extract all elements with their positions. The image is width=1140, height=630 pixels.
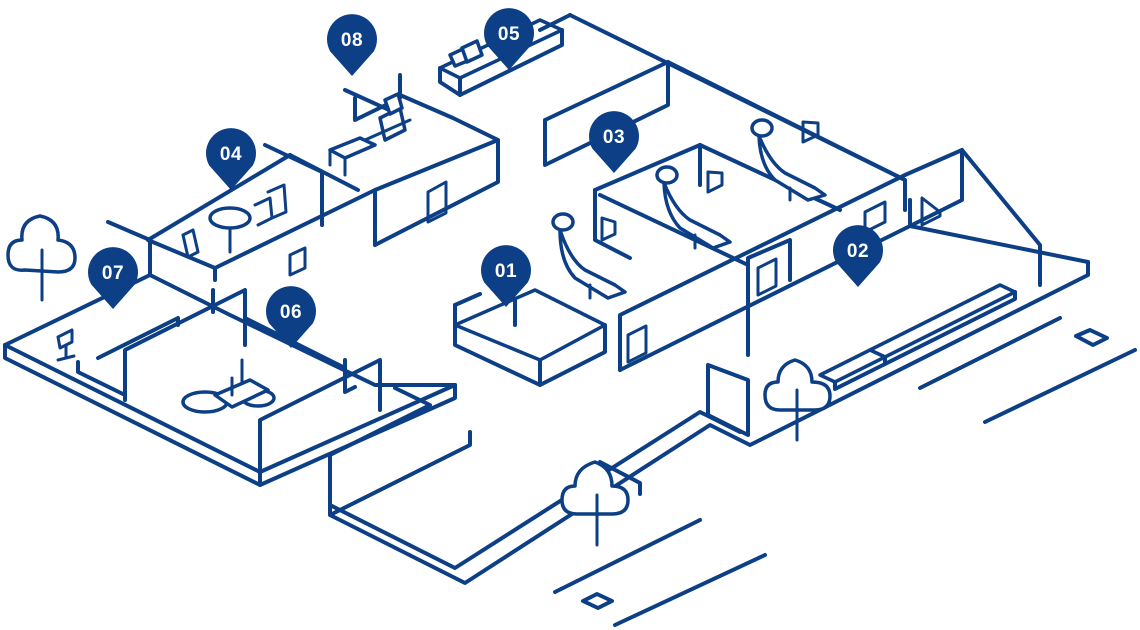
marker-pin[interactable] — [833, 225, 883, 287]
marker-label: 02 — [847, 241, 869, 262]
sofa-icon — [453, 288, 607, 387]
dental-chair-icon — [750, 118, 827, 202]
tree-icon — [6, 214, 77, 302]
bed-icon — [181, 358, 276, 414]
left-wing — [3, 220, 457, 487]
door-icon — [626, 196, 942, 364]
marker-04[interactable]: 04 — [205, 128, 256, 190]
marker-label: 01 — [495, 261, 517, 282]
marker-pin[interactable] — [481, 245, 531, 307]
marker-01[interactable]: 01 — [481, 245, 531, 307]
desk-icon — [328, 92, 412, 177]
marker-label: 03 — [603, 127, 625, 148]
marker-pin[interactable] — [484, 8, 534, 70]
marker-label: 08 — [341, 30, 363, 51]
marker-pin[interactable] — [266, 286, 316, 348]
marker-pin[interactable] — [88, 247, 139, 309]
marker-label: 06 — [280, 302, 302, 323]
door-icon — [288, 180, 448, 277]
table-icon — [181, 183, 288, 259]
dental-chair-icon — [551, 212, 627, 300]
dental-chair-icon — [655, 165, 732, 250]
marker-label: 07 — [102, 263, 124, 284]
street-marking — [581, 592, 614, 610]
street-marking — [1074, 328, 1109, 347]
marker-pin[interactable] — [205, 128, 256, 190]
location-markers: 01 02 03 04 05 06 07 08 — [88, 8, 883, 348]
tree-icon — [763, 358, 832, 442]
marker-label: 04 — [220, 144, 242, 165]
marker-05[interactable]: 05 — [484, 8, 534, 70]
marker-pin[interactable] — [327, 14, 378, 76]
marker-07[interactable]: 07 — [88, 247, 139, 309]
marker-pin[interactable] — [589, 111, 639, 173]
right-wing — [453, 13, 1090, 437]
marker-08[interactable]: 08 — [327, 14, 378, 76]
tree-icon — [560, 460, 630, 547]
marker-02[interactable]: 02 — [833, 225, 883, 287]
marker-03[interactable]: 03 — [589, 111, 639, 173]
bench-icon — [818, 283, 1017, 391]
marker-label: 05 — [498, 24, 520, 45]
street — [553, 316, 1137, 627]
desk-chair-icon — [56, 328, 76, 362]
marker-06[interactable]: 06 — [266, 286, 316, 348]
